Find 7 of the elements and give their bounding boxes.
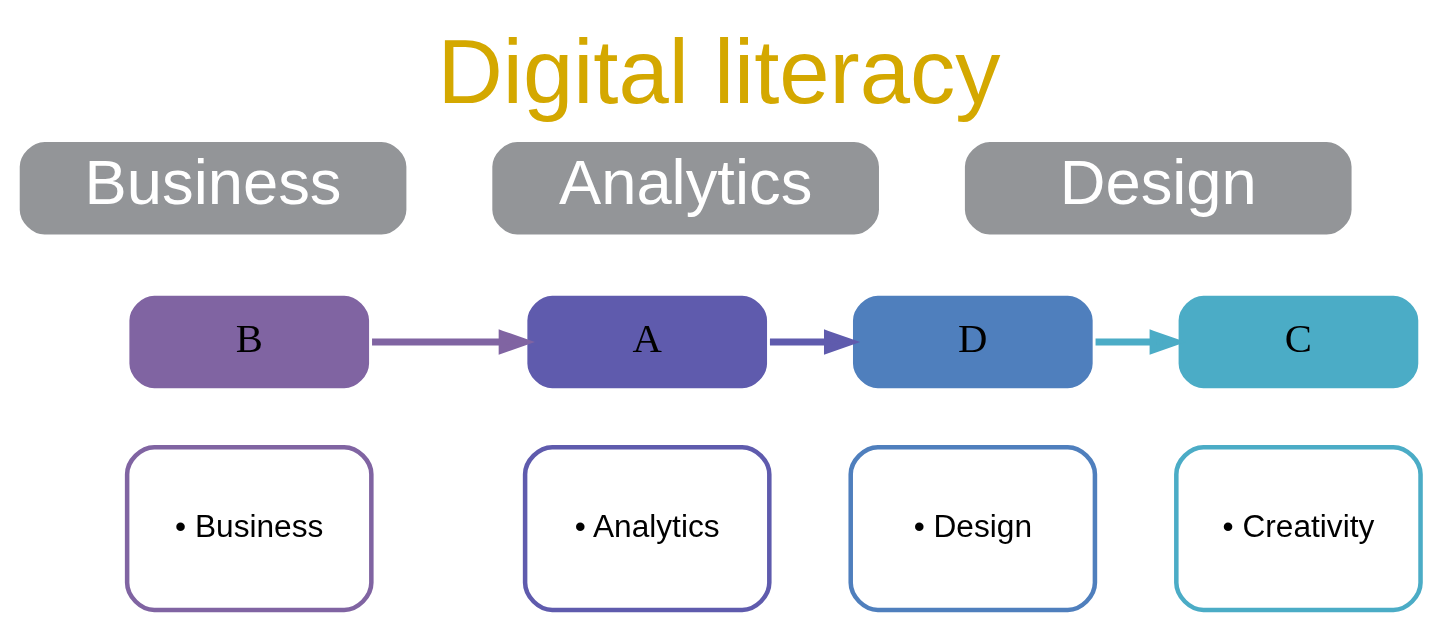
node-box: • Analytics	[522, 444, 772, 613]
node-box: • Design	[848, 444, 1098, 613]
node-box: • Creativity	[1174, 444, 1423, 613]
arrow	[769, 329, 861, 355]
diagram-title: Digital literacy	[437, 21, 1001, 123]
node-box: • Business	[124, 444, 374, 613]
arrow	[372, 329, 535, 355]
